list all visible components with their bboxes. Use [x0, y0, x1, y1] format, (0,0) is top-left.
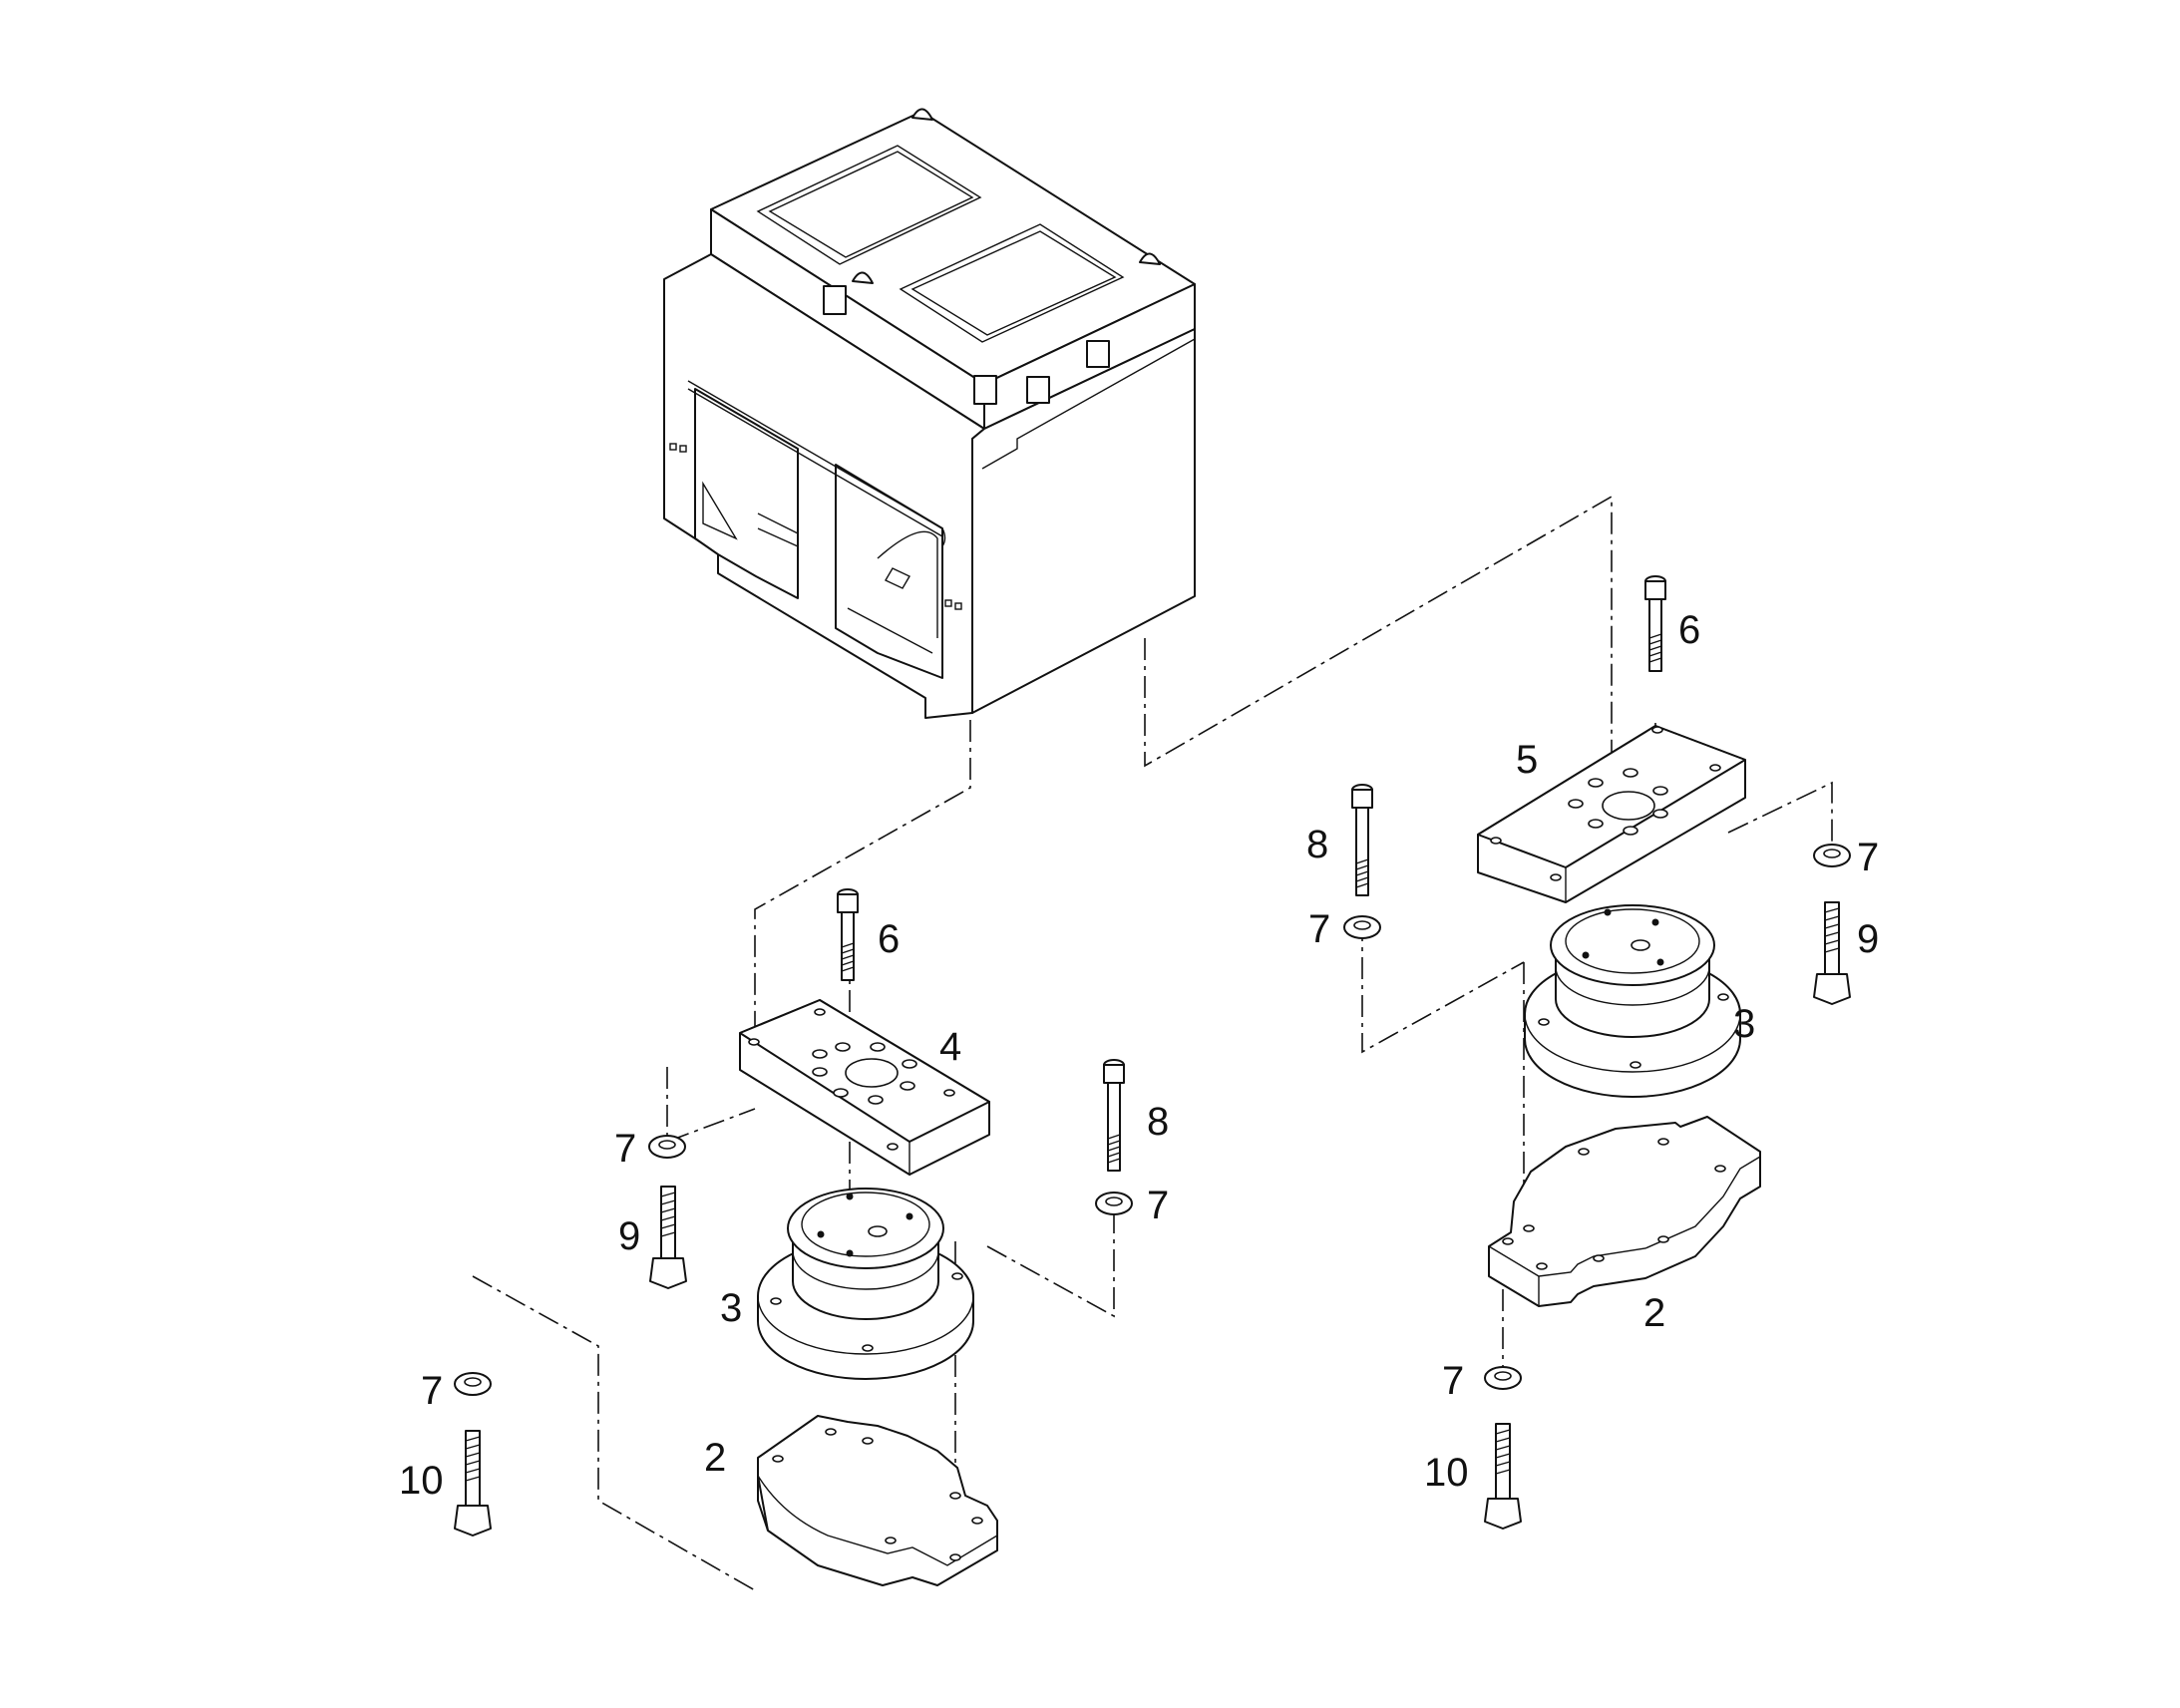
plate-5	[1477, 725, 1746, 903]
bolt-6-left	[837, 888, 859, 981]
bolt-10-left	[454, 1430, 492, 1537]
callout-7-left-c: 7	[421, 1369, 443, 1413]
base-plate-2-right	[1488, 1116, 1761, 1307]
left-mount-assembly	[454, 888, 1133, 1586]
callout-9-right: 9	[1857, 917, 1879, 961]
callout-10-left: 10	[399, 1459, 444, 1503]
callout-6-left: 6	[878, 917, 900, 961]
callout-labels: 6 4 8 7 7 9 3 7 10 2 6 5 8 7 7 9 3 2 7 1…	[399, 608, 1879, 1503]
callout-3-right: 3	[1733, 1002, 1755, 1046]
callout-10-right: 10	[1424, 1451, 1469, 1495]
callout-6-right: 6	[1678, 608, 1700, 652]
washer-7-left-upper	[648, 1135, 686, 1159]
callout-8-right: 8	[1306, 823, 1328, 866]
callout-2-left: 2	[704, 1436, 726, 1480]
washer-7-right-left	[1343, 915, 1381, 939]
washer-7-right-lower	[1484, 1366, 1522, 1390]
base-plate-2-left	[757, 1415, 998, 1586]
bolt-9-right	[1813, 901, 1851, 1005]
callout-7-right-c: 7	[1442, 1359, 1464, 1403]
rubber-mount-3-right	[1524, 904, 1741, 1098]
callout-7-left-b: 7	[614, 1127, 636, 1171]
washer-7-left-lower	[454, 1372, 492, 1396]
washer-7-right-far	[1813, 844, 1851, 867]
bolt-6-right	[1644, 575, 1666, 672]
callout-7-right-a: 7	[1308, 907, 1330, 951]
rubber-mount-3-left	[757, 1188, 974, 1380]
callout-7-left-a: 7	[1147, 1184, 1169, 1227]
callout-7-right-b: 7	[1857, 836, 1879, 879]
right-mount-assembly	[1343, 575, 1851, 1530]
callout-3-left: 3	[720, 1286, 742, 1330]
callout-4: 4	[939, 1025, 961, 1069]
plate-4	[739, 999, 990, 1177]
callout-2-right: 2	[1643, 1291, 1665, 1335]
bolt-8-right	[1351, 784, 1373, 896]
bolt-8-left	[1103, 1059, 1125, 1172]
frame-housing	[663, 108, 1196, 719]
callout-8-left: 8	[1147, 1100, 1169, 1144]
bolt-10-right	[1484, 1423, 1522, 1530]
bolt-9-left	[649, 1186, 687, 1289]
callout-9-left: 9	[618, 1214, 640, 1258]
callout-5: 5	[1516, 738, 1538, 782]
washer-7-right-of-plate	[1095, 1192, 1133, 1215]
